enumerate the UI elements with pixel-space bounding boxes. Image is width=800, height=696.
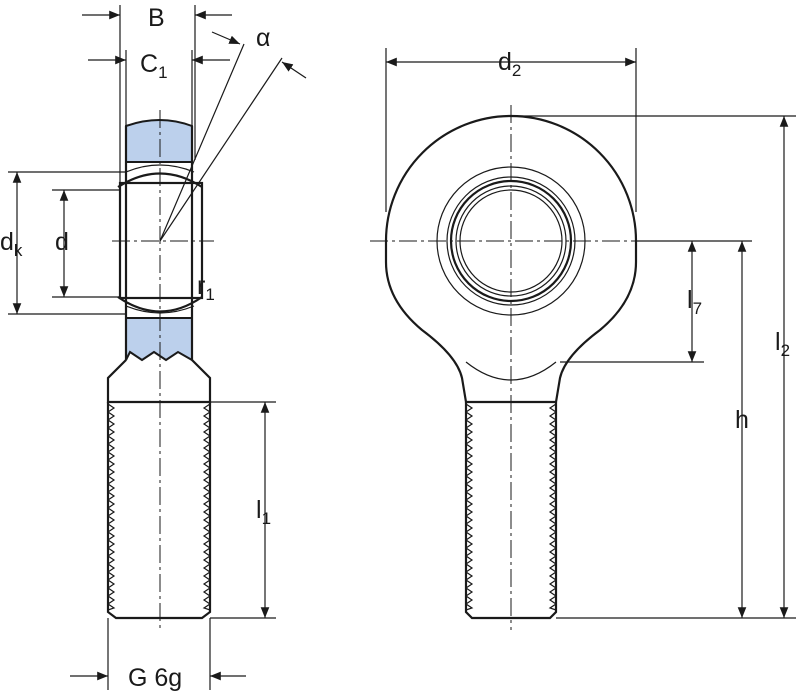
label-d: d <box>55 228 69 256</box>
threaded-shank <box>106 402 212 620</box>
label-dk: dk <box>0 228 23 260</box>
rod-end-head-outline <box>384 114 638 404</box>
thread-tooth-path <box>202 403 212 611</box>
label-d2: d2 <box>498 48 521 80</box>
label-r1: r1 <box>197 272 215 304</box>
label-l1: l1 <box>256 496 271 528</box>
section-view <box>8 5 307 690</box>
thread-tooth-path <box>548 403 558 611</box>
front-thread-left <box>464 403 474 611</box>
label-alpha: α <box>256 24 270 52</box>
label-l7: l7 <box>687 286 702 318</box>
thread-tooth-path <box>464 403 474 611</box>
label-C1: C1 <box>140 50 168 82</box>
neck <box>106 359 212 404</box>
front-thread-right <box>548 403 558 611</box>
label-B: B <box>148 4 165 32</box>
thread-teeth-left <box>106 403 116 611</box>
thread-teeth-right <box>202 403 212 611</box>
label-h: h <box>735 406 749 434</box>
housing-bottom <box>125 317 193 362</box>
housing-top <box>125 119 193 163</box>
alpha-line-1 <box>159 43 245 242</box>
label-l2: l2 <box>775 328 790 360</box>
alpha-line-2 <box>159 57 283 242</box>
front-view <box>370 48 796 630</box>
thread-tooth-path <box>106 403 116 611</box>
label-thread: G 6g <box>128 664 182 692</box>
front-shank <box>464 402 558 620</box>
